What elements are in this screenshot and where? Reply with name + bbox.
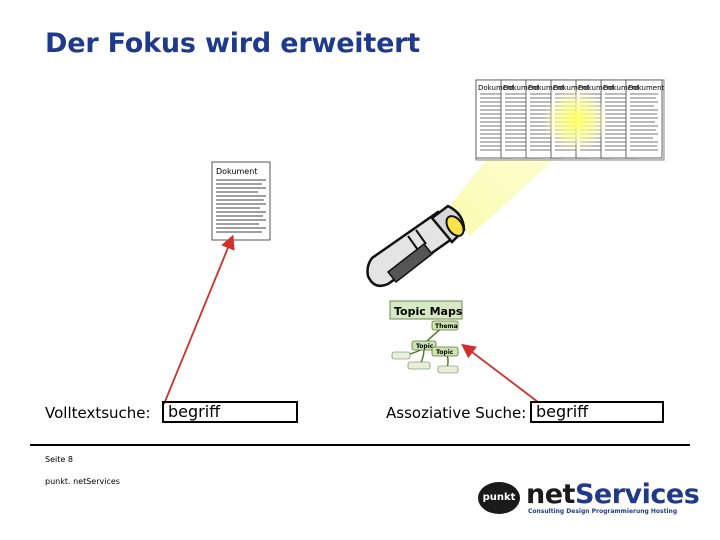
fulltext-search-input[interactable]: begriff: [162, 401, 298, 423]
logo-services: Services: [574, 479, 700, 510]
stack-doc-word-4: Dokument: [553, 84, 590, 92]
stack-doc-word-6: Dokument: [603, 84, 640, 92]
single-doc-title: Dokument: [216, 167, 257, 176]
topic-node-1: Thema: [435, 323, 458, 330]
logo-badge-text: punkt: [482, 492, 516, 503]
page-number: Seite 8: [45, 455, 73, 464]
footer-company: punkt. netServices: [45, 477, 120, 486]
logo-tagline: Consulting Design Programmierung Hosting: [528, 508, 678, 515]
stack-doc-word-2: Dokument: [503, 84, 540, 92]
assoc-search-input[interactable]: begriff: [530, 401, 664, 423]
stack-doc-word-1: Dokument: [478, 84, 515, 92]
single-document: Dokument: [211, 161, 271, 241]
fulltext-search-label: Volltextsuche:: [45, 404, 151, 422]
flashlight-icon: [366, 204, 466, 287]
topic-node-2: Topic: [416, 343, 434, 350]
topic-maps-label: Topic Maps: [394, 305, 463, 318]
stack-doc-word-7: Dokument: [628, 84, 665, 92]
footer-divider: [30, 444, 690, 446]
logo-badge: punkt: [478, 482, 520, 514]
assoc-arrow: [461, 343, 539, 403]
slide-title: Der Fokus wird erweitert: [45, 28, 421, 59]
company-logo: punkt netServices Consulting Design Prog…: [478, 479, 700, 518]
stack-doc-word-5: Dokument: [578, 84, 615, 92]
topic-node-3: Topic: [436, 349, 454, 356]
document-stack: Dokument Dokument Dokument Dokument Doku…: [475, 79, 665, 161]
logo-net: net: [526, 479, 575, 510]
light-spot: [542, 88, 610, 152]
assoc-search-label: Assoziative Suche:: [386, 404, 527, 422]
topic-maps-graphic: Topic Maps Thema Topic Topic: [389, 300, 463, 374]
fulltext-arrow: [163, 234, 235, 405]
stack-doc-word-3: Dokument: [528, 84, 565, 92]
